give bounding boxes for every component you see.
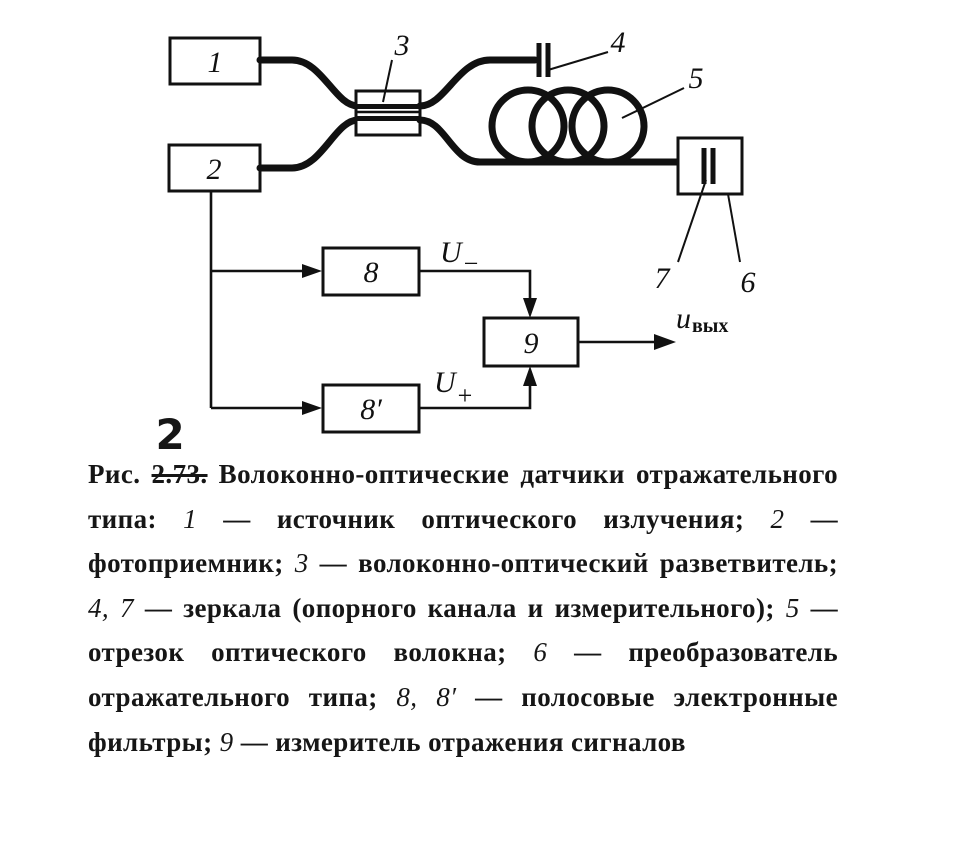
callout-line-coil: [621, 87, 685, 119]
signal-u-plus: U+: [434, 366, 472, 410]
caption-item-text: — отрезок оптического волокна;: [88, 592, 838, 668]
callout-line-reference-mirror: [547, 51, 609, 71]
wire-filter-8p-to-meter: [419, 378, 532, 410]
signal-u-minus: U−: [440, 236, 478, 278]
fiber-to-reference-mirror: [416, 56, 539, 110]
meter-label: 9: [524, 327, 539, 360]
block-diagram: 1 2 3 4 5 7 6: [167, 26, 756, 434]
block-source-label: 1: [208, 46, 223, 79]
caption-item-number: 4, 7: [88, 592, 134, 623]
caption-item-number: 2: [770, 503, 785, 534]
block-source: 1: [168, 36, 262, 86]
filter-8-label: 8: [364, 256, 379, 289]
caption-item-number: 6: [533, 637, 548, 668]
caption-item-number: 8, 8′: [396, 681, 457, 712]
block-photodetector-label: 2: [207, 153, 222, 186]
filter-8-prime-label: 8′: [360, 393, 382, 426]
callout-measuring-mirror: 7: [655, 262, 672, 295]
caption-figure-number-struck: 2.73.: [151, 459, 208, 489]
caption-figure-number: 2.73. 2: [151, 414, 208, 497]
callout-line-measuring-mirror: [677, 179, 707, 263]
fiber-to-coil: [416, 116, 704, 166]
caption-item-text: — источник оптического излучения;: [197, 503, 771, 534]
caption-item-text: — волоконно-оптический разветвитель;: [308, 548, 839, 579]
caption-item-text: — полосовые электронные фильтры;: [88, 681, 838, 757]
reflection-meter: 9: [482, 316, 580, 368]
callout-transducer: 6: [741, 266, 756, 299]
caption-item-text: — фотоприемник;: [88, 503, 838, 579]
fiber-coupler: [354, 89, 422, 137]
bandpass-filter-8-prime: 8′: [321, 383, 421, 434]
wire-filter-8-to-meter: [419, 269, 532, 306]
caption-item-number: 1: [183, 503, 197, 534]
caption-item-text: — зеркала (опорного канала и измерительн…: [133, 592, 786, 623]
caption-figure-number-handwritten: 2: [155, 410, 186, 459]
callout-line-transducer: [727, 193, 741, 263]
fiber-coil: [488, 86, 648, 166]
fiber-photodetector-to-coupler: [256, 116, 362, 172]
caption-item-number: 5: [785, 592, 800, 623]
callout-line-coupler: [382, 59, 393, 103]
fiber-source-to-coupler: [256, 56, 362, 110]
callout-coil: 5: [689, 62, 704, 95]
caption-prefix: Рис.: [88, 459, 141, 489]
bandpass-filter-8: 8: [321, 246, 421, 297]
reflective-transducer: [676, 136, 744, 196]
caption-intro: Волоконно-оптические датчики отражательн…: [88, 459, 839, 534]
callout-reference-mirror: 4: [611, 26, 626, 59]
callout-coupler: 3: [394, 29, 410, 62]
caption-item-number: 3: [294, 548, 309, 579]
caption-item-number: 9: [219, 726, 234, 757]
figure-caption: Рис. 2.73. 2 Волоконно-оптические датчик…: [88, 414, 839, 764]
caption-item-text: — измеритель отражения сигналов: [233, 726, 686, 757]
block-photodetector: 2: [167, 143, 262, 193]
output-signal: uвых: [676, 302, 728, 337]
caption-item-text: — преобразователь отражательного типа;: [88, 637, 838, 712]
